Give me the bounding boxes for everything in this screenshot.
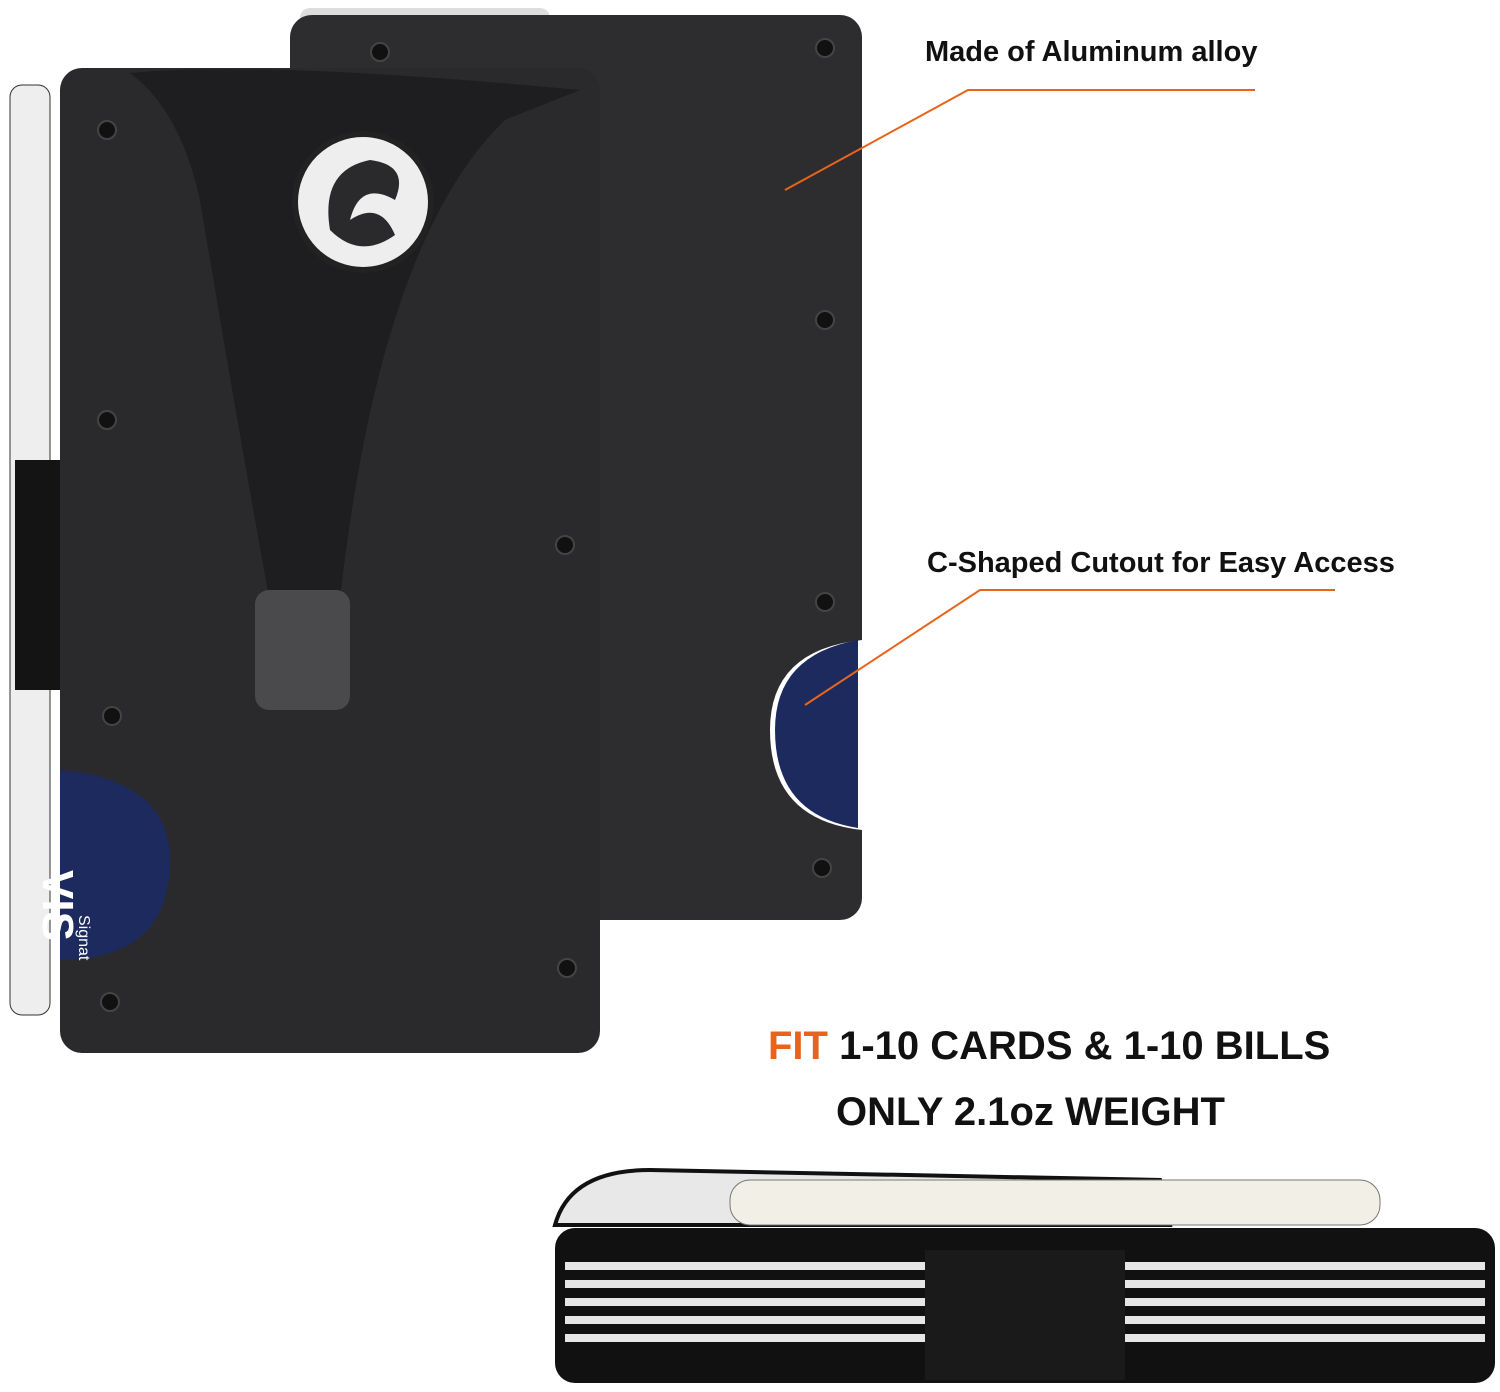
logo-emblem xyxy=(292,131,434,273)
cutout-callout: C-Shaped Cutout for Easy Access xyxy=(927,547,1395,579)
card-sub: Signat xyxy=(75,915,92,961)
capacity-line: FIT 1-10 CARDS & 1-10 BILLS xyxy=(768,1024,1330,1069)
capacity-highlight: FIT xyxy=(768,1024,828,1068)
material-callout: Made of Aluminum alloy xyxy=(925,36,1258,68)
front-wallet xyxy=(9,68,600,1053)
capacity-text: 1-10 CARDS & 1-10 BILLS xyxy=(827,1024,1331,1068)
side-view-wallet xyxy=(552,1167,1495,1383)
weight-line: ONLY 2.1oz WEIGHT xyxy=(836,1090,1225,1134)
